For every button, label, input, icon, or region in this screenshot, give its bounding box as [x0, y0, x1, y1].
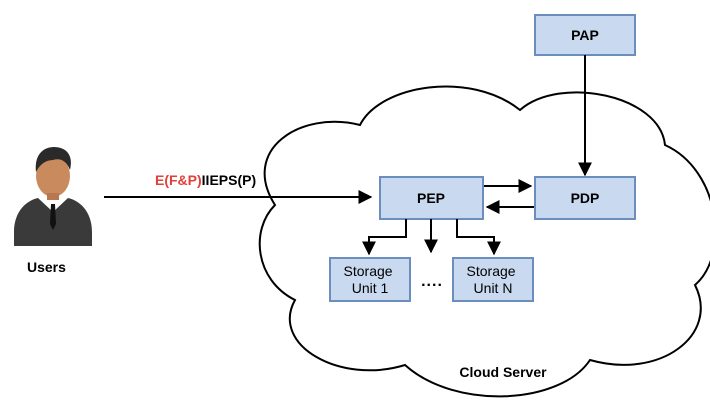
svg-text:Storage Unit N: Storage Unit N	[467, 263, 520, 296]
pdp-node: PDP	[534, 176, 636, 220]
cloud-server-label: Cloud Server	[459, 364, 547, 380]
business-user-icon	[14, 147, 92, 246]
pep-label: PEP	[417, 190, 445, 206]
pap-node: PAP	[534, 14, 636, 56]
cloud-shape	[258, 85, 710, 398]
pep-to-storageN-arrow	[456, 219, 501, 256]
pap-label: PAP	[571, 27, 599, 43]
request-label-black: IIEPS(P)	[202, 172, 256, 188]
storage-ellipsis: ....	[421, 273, 443, 290]
request-label-red: E(F&P)	[155, 172, 202, 188]
storage-unit-n-node: Storage Unit N	[452, 257, 534, 302]
storage-unit-1-node: Storage Unit 1	[329, 257, 411, 302]
pep-to-storage1-arrow	[362, 219, 407, 256]
storage-unit-n-line2: Unit N	[474, 280, 513, 296]
storage-unit-1-line1: Storage	[344, 263, 393, 279]
pdp-label: PDP	[571, 190, 600, 206]
storage-unit-n-line1: Storage	[467, 263, 516, 279]
users-label: Users	[27, 259, 66, 275]
storage-unit-1-line2: Unit 1	[352, 280, 389, 296]
svg-text:Storage Unit 1: Storage Unit 1	[344, 263, 397, 296]
pep-node: PEP	[379, 176, 484, 220]
request-label: E(F&P)IIEPS(P)	[155, 172, 256, 188]
